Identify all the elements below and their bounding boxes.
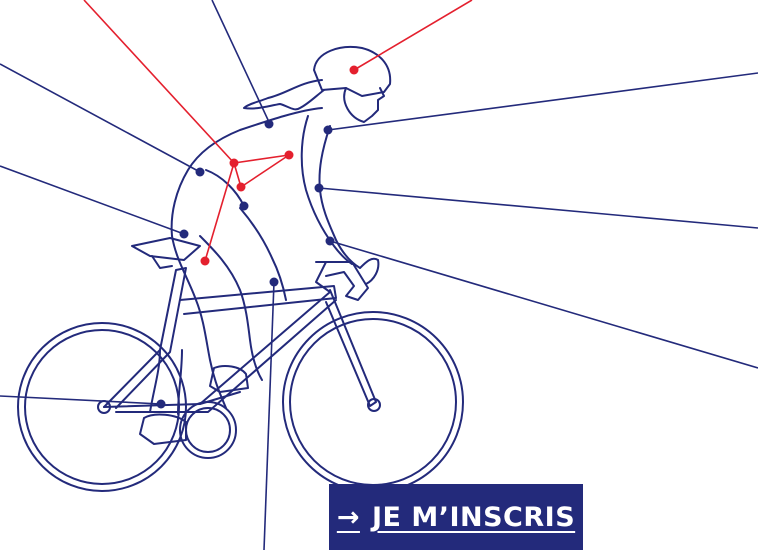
point-abdomen-red [237, 183, 246, 192]
saddle [132, 238, 200, 260]
point-hip [240, 202, 249, 211]
point-glute [180, 230, 189, 239]
callout-lines-red [84, 0, 472, 261]
point-neck [265, 120, 274, 129]
front-wheel [283, 312, 463, 492]
signup-button[interactable]: → JE M’INSCRIS [329, 484, 583, 550]
point-thigh-red [201, 257, 210, 266]
point-lower-back [196, 168, 205, 177]
point-shoulder [324, 126, 333, 135]
signup-button-label: JE M’INSCRIS [372, 502, 575, 533]
point-chest-red [285, 151, 294, 160]
point-wrist [326, 237, 335, 246]
point-head-red [350, 66, 359, 75]
rider-outline [140, 47, 390, 444]
point-ankle [157, 400, 166, 409]
point-back-red [230, 159, 239, 168]
arrow-right-icon: → [337, 502, 360, 533]
point-knee [270, 278, 279, 287]
point-elbow [315, 184, 324, 193]
